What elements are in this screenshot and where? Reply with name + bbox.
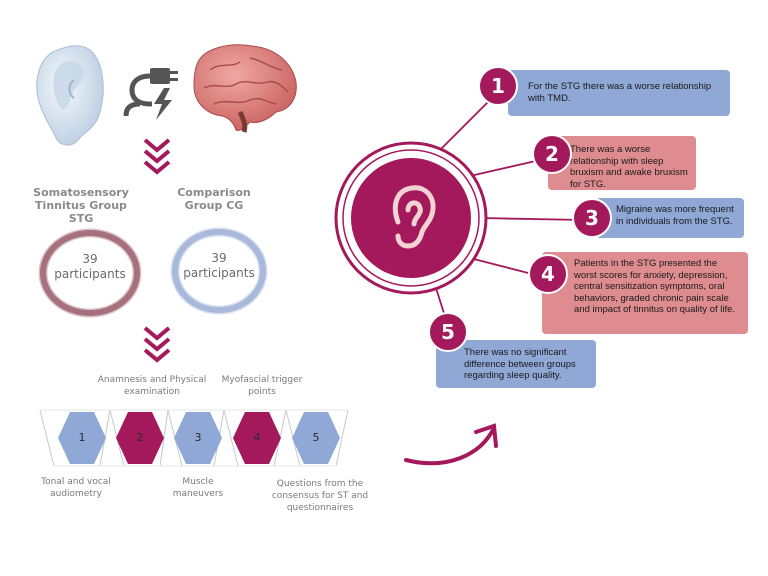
chevron-down-icon [143,326,171,363]
central-ear-icon [392,185,436,249]
finding-5: There was no significant difference betw… [436,340,596,388]
step-label-5: Questions from the consensus for ST and … [271,479,369,513]
step-number-3: 3 [194,431,202,444]
step-label-3: Muscle maneuvers [172,477,224,499]
finding-4: Patients in the STG presented the worst … [542,252,748,334]
finding-1: For the STG there was a worse relationsh… [508,70,730,116]
finding-badge-2: 2 [532,134,572,174]
finding-3: Migraine was more frequent in individual… [596,198,744,238]
finding-badge-1: 1 [478,66,518,106]
step-label-2: Anamnesis and Physical examination [97,375,207,397]
cg-count: 39 [211,251,227,265]
step-hexagons [58,412,340,464]
plug-icon [123,68,178,120]
ear-icon [36,45,104,146]
stg-ring [38,228,142,318]
finding-badge-5: 5 [428,312,468,352]
step-label-1: Tonal and vocal audiometry [41,477,111,499]
step-number-4: 4 [253,431,261,444]
cg-unit: participants [183,266,255,280]
step-label-4: Myofascial trigger points [221,375,303,397]
stg-group-title: Somatosensory Tinnitus Group STG [33,186,129,225]
chevron-down-icon [143,138,171,175]
stg-participants: 39 participants [48,252,132,282]
finding-badge-3: 3 [572,198,612,238]
cg-group-title: Comparison Group CG [177,186,251,212]
brain-icon [193,44,297,133]
step-number-1: 1 [78,431,86,444]
step-number-2: 2 [136,431,144,444]
central-circle [334,141,488,295]
cg-ring [170,227,268,315]
stg-count: 39 [82,252,98,266]
step-number-5: 5 [312,431,320,444]
cg-participants: 39 participants [177,251,261,281]
finding-badge-4: 4 [528,254,568,294]
stg-unit: participants [54,267,126,281]
finding-2: There was a worse relationship with slee… [548,136,696,190]
curved-arrow-icon [404,423,498,466]
